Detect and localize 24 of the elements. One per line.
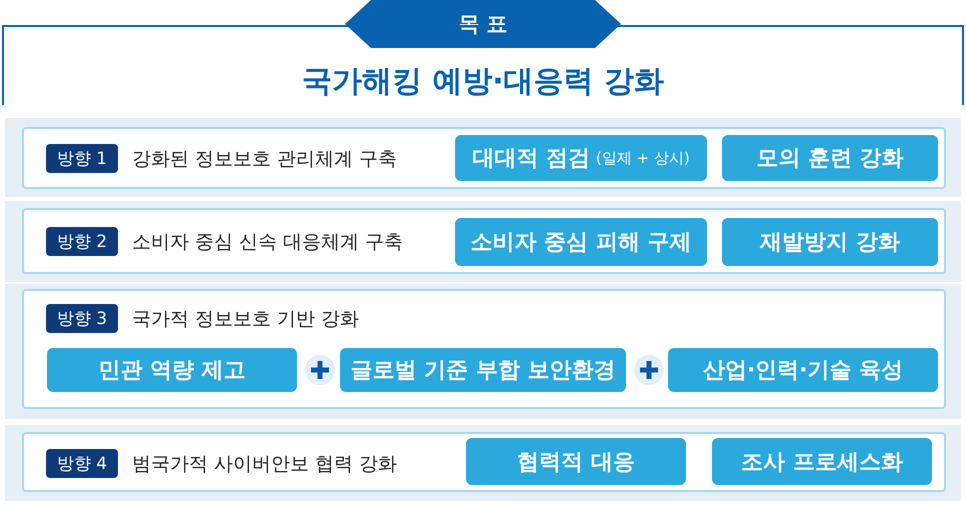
action-label: 대대적 점검 — [472, 145, 590, 173]
direction-card — [22, 127, 946, 189]
direction-heading: 범국가적 사이버안보 협력 강화 — [132, 452, 398, 477]
action-box: 조사 프로세스화 — [712, 438, 932, 485]
direction-badge: 방향 2 — [46, 227, 118, 256]
direction-card — [22, 289, 946, 409]
direction-heading: 소비자 중심 신속 대응체계 구축 — [132, 230, 404, 255]
direction-badge: 방향 1 — [46, 144, 118, 173]
action-box: 민관 역량 제고 — [47, 348, 297, 392]
action-box — [455, 135, 707, 181]
goal-title: 국가해킹 예방·대응력 강화 — [300, 63, 666, 101]
action-box: 산업·인력·기술 육성 — [668, 348, 938, 392]
action-box: 재발방지 강화 — [722, 218, 938, 266]
action-box: 협력적 대응 — [466, 438, 686, 485]
action-box: 글로벌 기준 부합 보안환경 — [340, 348, 626, 392]
direction-card — [22, 208, 946, 274]
direction-heading: 강화된 정보보호 관리체계 구축 — [132, 147, 398, 172]
direction-badge: 방향 4 — [46, 449, 118, 478]
direction-card — [22, 432, 946, 492]
action-box: 모의 훈련 강화 — [722, 135, 938, 181]
direction-heading: 국가적 정보보호 기반 강화 — [132, 307, 360, 332]
action-note: (일제 + 상시) — [596, 148, 690, 168]
direction-badge: 방향 3 — [46, 304, 118, 333]
action-box: 소비자 중심 피해 구제 — [455, 218, 707, 266]
